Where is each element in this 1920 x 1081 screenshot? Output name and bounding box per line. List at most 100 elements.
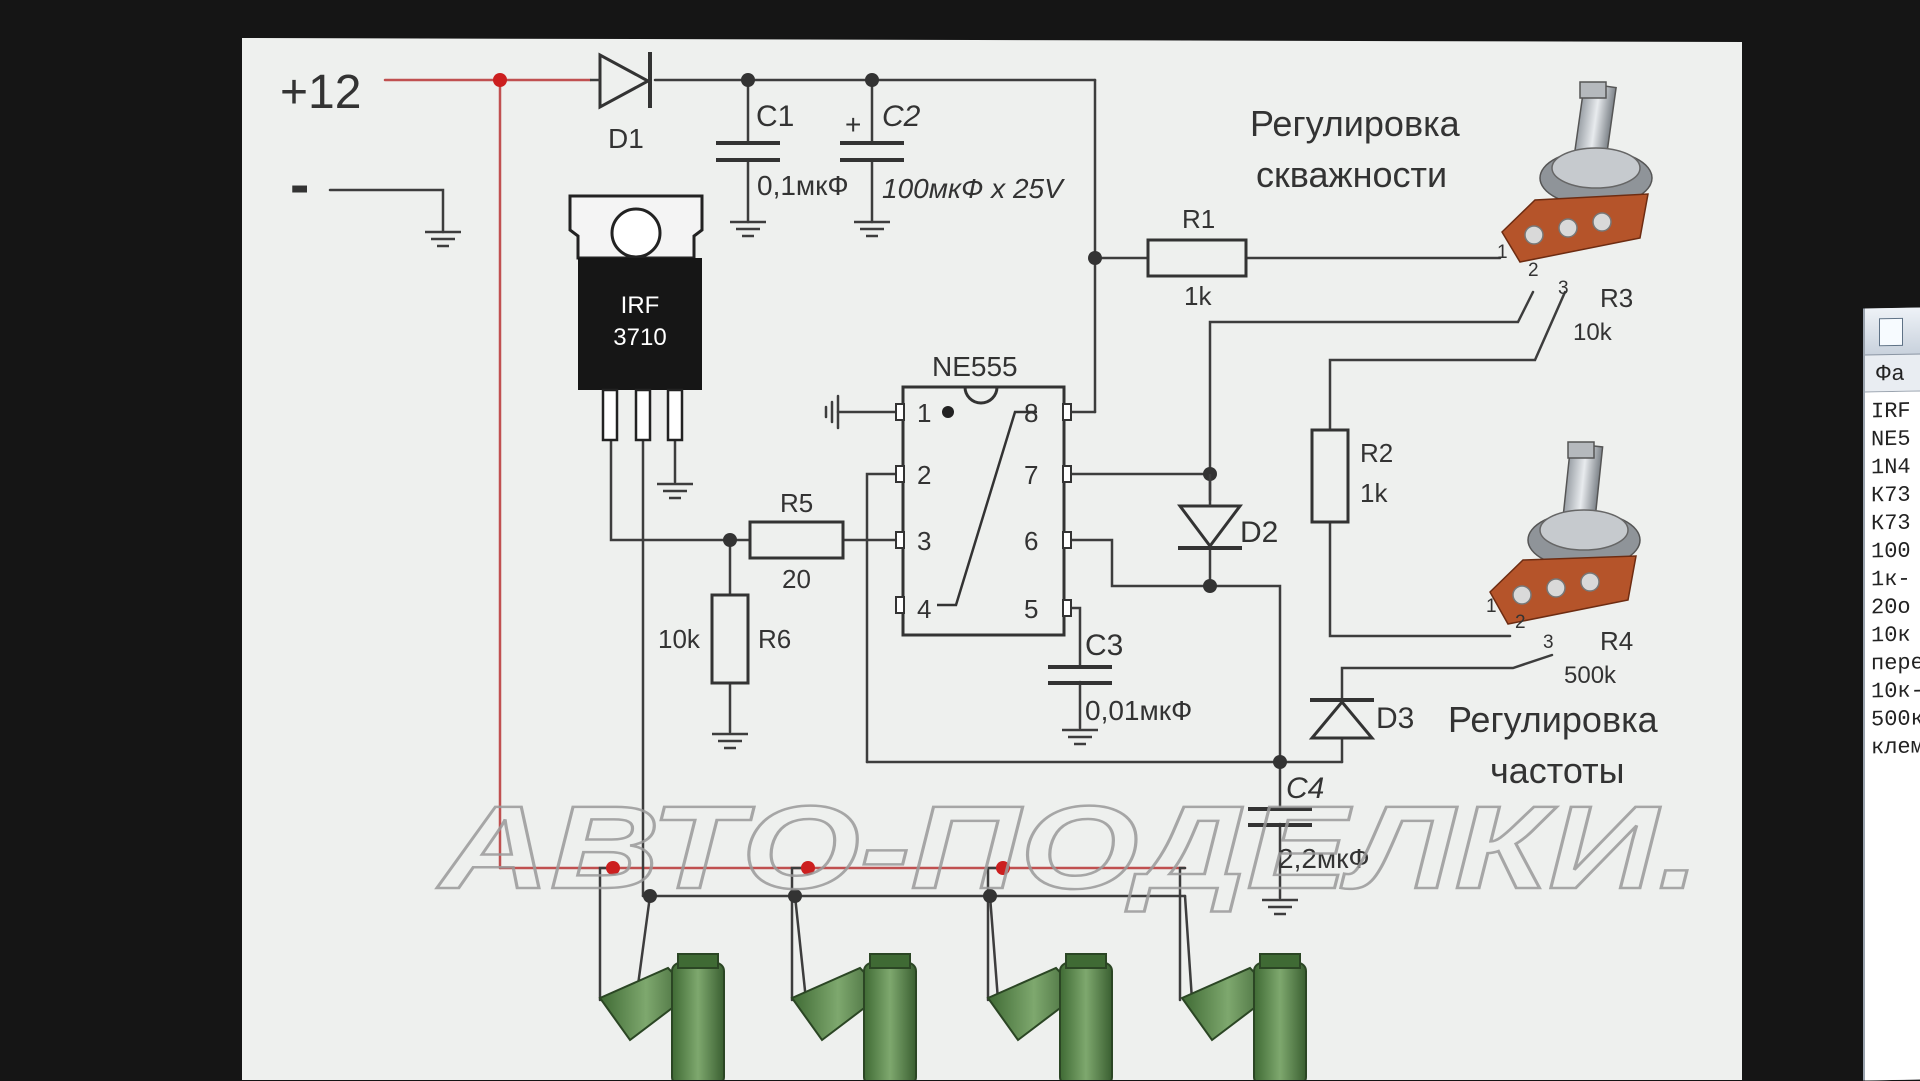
ic-pin-7: 7: [1024, 460, 1038, 490]
junction-dot: [1203, 579, 1217, 593]
list-item: 10к: [1871, 622, 1911, 649]
junction-dot: [788, 889, 802, 903]
injector-1: [598, 953, 725, 1080]
junction-dot: [996, 861, 1010, 875]
capacitor-c1: [716, 141, 780, 238]
list-item: 1к-: [1871, 566, 1911, 593]
list-item: 100: [1871, 538, 1911, 565]
wires: [328, 78, 1567, 1002]
potentiometer-r3: [1501, 81, 1653, 263]
list-item: пере: [1871, 650, 1920, 677]
resistor-r2: [1310, 428, 1350, 524]
duty-caption-line2: скважности: [1256, 154, 1447, 195]
ic-ne555: [895, 385, 1072, 637]
junction-dot: [801, 861, 815, 875]
mosfet-label-line1: IRF: [621, 292, 660, 319]
supply-plus-label: +12: [280, 66, 361, 119]
r5-label: R5: [780, 488, 813, 518]
list-item: К73: [1871, 482, 1911, 509]
list-item: IRF: [1871, 398, 1911, 425]
r1-label: R1: [1182, 204, 1215, 234]
diode-d2: [1177, 474, 1243, 550]
list-item: 10к-: [1871, 678, 1920, 705]
capacitor-c4: [1248, 807, 1312, 916]
c2-polarity: +: [845, 109, 861, 140]
ic-pin-3: 3: [917, 526, 931, 556]
r3-pin-3: 3: [1558, 278, 1569, 299]
potentiometer-r4: [1489, 441, 1641, 625]
capacitor-c3: [1048, 665, 1112, 746]
side-panel-window: Фа IRF NE5 1N4 К73 К73 100 1к- 20о 10к п…: [1863, 307, 1920, 1081]
c1-label: C1: [756, 100, 794, 133]
r6-value: 10k: [658, 624, 701, 654]
resistor-r1: [1146, 238, 1248, 278]
d1-label: D1: [608, 123, 644, 154]
junction-dot: [1088, 251, 1102, 265]
injector-3: [986, 953, 1113, 1080]
list-item: 20о: [1871, 594, 1911, 621]
r1-value: 1k: [1184, 281, 1212, 311]
c3-label: C3: [1085, 629, 1123, 662]
c4-value: 2,2мкФ: [1278, 843, 1370, 874]
r2-value: 1k: [1360, 478, 1388, 508]
side-panel-titlebar[interactable]: [1865, 307, 1920, 356]
mosfet-irf3710: [568, 194, 704, 442]
junction-dot: [983, 889, 997, 903]
junction-dot: [1273, 755, 1287, 769]
junction-dot: [493, 73, 507, 87]
r4-pin-3: 3: [1543, 632, 1554, 653]
injector-4: [1180, 953, 1307, 1080]
ic-pin-4: 4: [917, 594, 931, 624]
junction-dot: [723, 533, 737, 547]
list-item: 500к: [1871, 706, 1920, 733]
capacitor-c2: [840, 141, 904, 238]
r6-label: R6: [758, 624, 791, 654]
r4-label: R4: [1600, 626, 1633, 656]
junction-dot: [865, 73, 879, 87]
c4-label: C4: [1286, 772, 1324, 805]
ic-pin-2: 2: [917, 460, 931, 490]
list-item: NE5: [1871, 426, 1911, 453]
diode-d1: [590, 52, 652, 110]
r5-value: 20: [782, 564, 811, 594]
r3-value: 10k: [1573, 319, 1613, 346]
r4-pin-2: 2: [1515, 612, 1526, 633]
ic-pin-6: 6: [1024, 526, 1038, 556]
junctions: [493, 73, 1287, 903]
r4-pin-1: 1: [1486, 596, 1497, 617]
d3-label: D3: [1376, 702, 1414, 735]
side-panel-list: IRF NE5 1N4 К73 К73 100 1к- 20о 10к пере…: [1865, 391, 1920, 1081]
ic-name: NE555: [932, 351, 1018, 382]
c2-label: C2: [882, 100, 921, 133]
injector-2: [790, 953, 917, 1080]
ic-pin-1: 1: [917, 398, 931, 428]
c1-value: 0,1мкФ: [757, 170, 849, 201]
d2-label: D2: [1240, 516, 1278, 549]
resistor-r5: [748, 520, 845, 560]
list-item: клем: [1871, 734, 1920, 761]
resistor-r6: [710, 593, 750, 685]
supply-minus-label: -: [290, 152, 309, 217]
r3-label: R3: [1600, 283, 1633, 313]
junction-dot: [643, 889, 657, 903]
freq-caption-line2: частоты: [1490, 750, 1624, 791]
junction-dot: [606, 861, 620, 875]
list-item: К73: [1871, 510, 1911, 537]
duty-caption-line1: Регулировка: [1250, 103, 1461, 144]
list-item: 1N4: [1871, 454, 1911, 481]
junction-dot: [741, 73, 755, 87]
r2-label: R2: [1360, 438, 1393, 468]
watermark: АВТО-ПОДЕЛКИ.: [436, 782, 1700, 914]
c3-value: 0,01мкФ: [1085, 695, 1192, 726]
r3-pin-1: 1: [1497, 242, 1508, 263]
diode-d3: [1308, 698, 1376, 740]
injectors: [598, 953, 1307, 1080]
r4-value: 500k: [1564, 662, 1617, 689]
freq-caption-line1: Регулировка: [1448, 699, 1659, 740]
mosfet-label-line2: 3710: [613, 324, 666, 351]
c2-value: 100мкФ x 25V: [882, 173, 1065, 204]
r3-pin-2: 2: [1528, 260, 1539, 281]
side-panel-tab[interactable]: Фа: [1865, 354, 1920, 393]
ic-pin-8: 8: [1024, 398, 1038, 428]
